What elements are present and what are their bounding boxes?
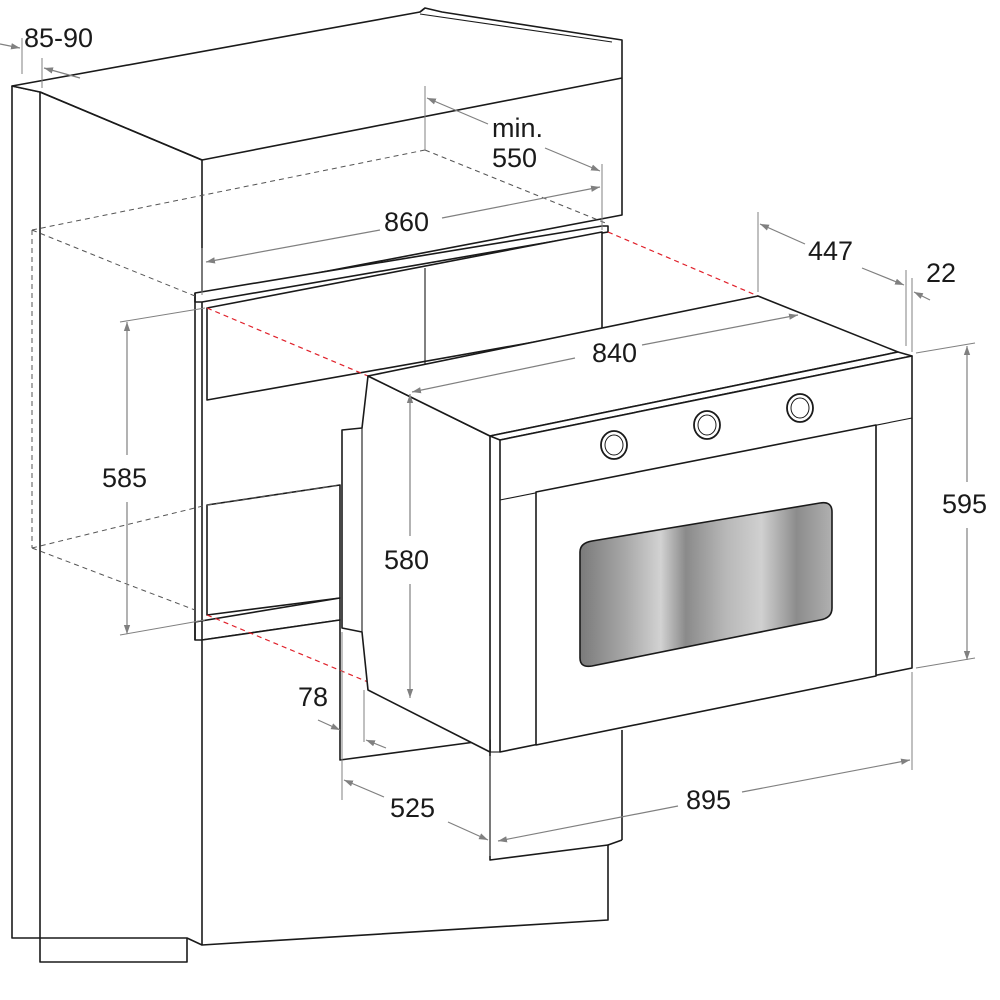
dim-offset: 78 (298, 682, 328, 712)
dim-oven-depth: 447 (808, 236, 853, 266)
dim-niche-width: 860 (384, 207, 429, 237)
dimension-labels: 85-90 min. 550 860 447 22 840 585 595 58… (24, 23, 987, 823)
oven (341, 295, 913, 753)
dim-body-depth: 525 (390, 793, 435, 823)
alignment-lines (206, 231, 759, 683)
dim-recess-depth: 85-90 (24, 23, 93, 53)
cabinet-left-side (11, 85, 188, 963)
dim-min-depth: 550 (492, 143, 537, 173)
cabinet-lower-panel (201, 619, 609, 946)
hidden-edges (31, 149, 609, 611)
dimension-lines (0, 38, 976, 856)
dim-front-width: 895 (686, 785, 731, 815)
dim-front-height: 595 (942, 489, 987, 519)
dim-min-label: min. (492, 113, 543, 143)
knob-left-icon (600, 430, 628, 460)
knob-right-icon (786, 393, 814, 423)
dim-oven-width: 840 (592, 338, 637, 368)
tall-cabinet (11, 7, 623, 963)
dim-niche-height: 585 (102, 463, 147, 493)
dim-panel-thickness: 22 (926, 258, 956, 288)
oven-window (579, 501, 833, 668)
knob-center-icon (693, 410, 721, 440)
niche-shelf (206, 484, 341, 616)
dim-oven-height: 580 (384, 545, 429, 575)
